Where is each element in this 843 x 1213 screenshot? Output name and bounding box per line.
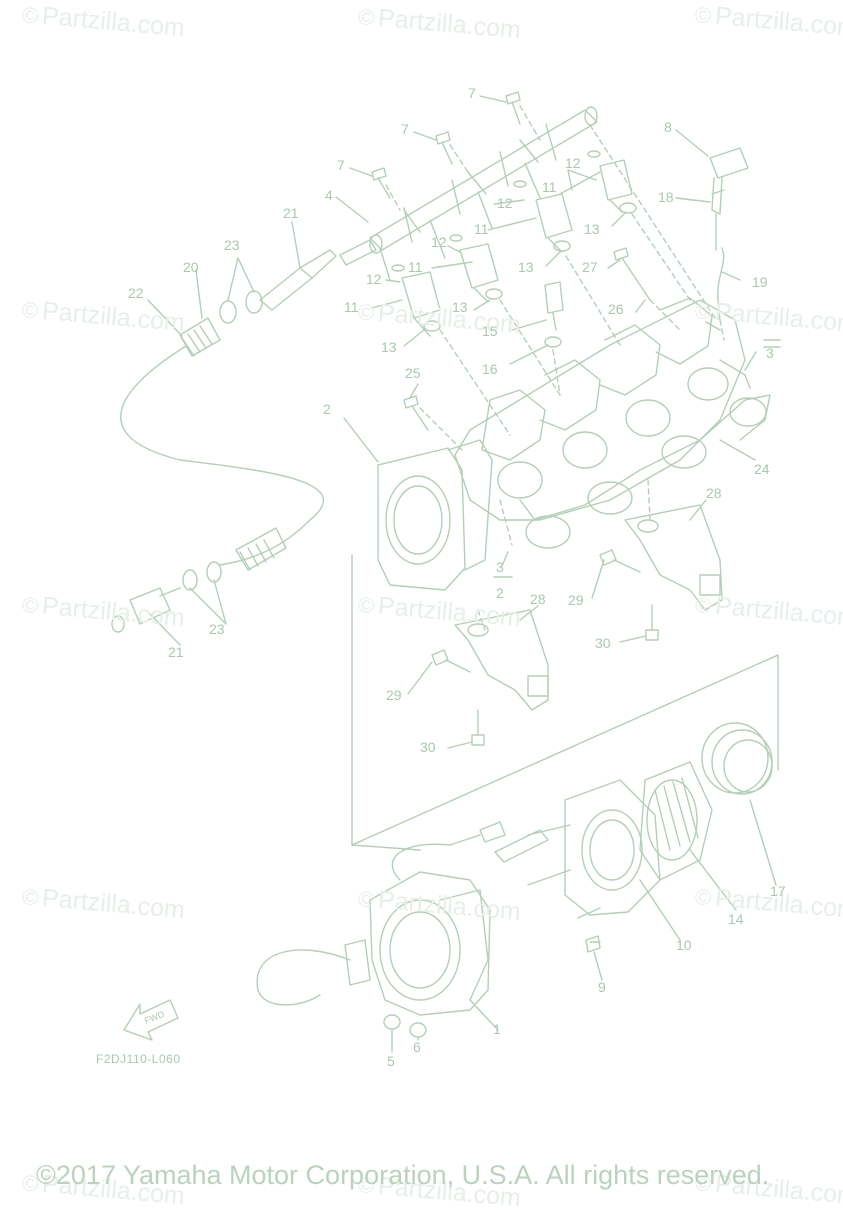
throttle-adaptor: [377, 439, 493, 591]
callout-12: 12: [497, 195, 513, 211]
throttle-cable: [111, 249, 337, 633]
callout-26: 26: [608, 301, 624, 317]
callout-7: 7: [401, 121, 409, 137]
callout-23: 23: [209, 621, 225, 637]
callout-29: 29: [386, 687, 402, 703]
leader-dashes: [385, 105, 725, 631]
callout-11: 11: [344, 299, 359, 315]
callout-19: 19: [752, 274, 768, 290]
callout-16: 16: [482, 361, 498, 377]
callout-11: 11: [542, 179, 557, 195]
callout-24: 24: [754, 461, 770, 477]
callout-12: 12: [366, 271, 382, 287]
callout-5: 5: [387, 1053, 395, 1069]
explode-frame-2: [351, 844, 421, 851]
callout-13: 13: [452, 299, 468, 315]
callout-15: 15: [482, 323, 498, 339]
callout-17: 17: [770, 883, 786, 899]
callout-leaders: [147, 95, 781, 1053]
intake-manifold: [454, 297, 771, 549]
screen-seal: [639, 722, 773, 881]
callout-7: 7: [468, 85, 476, 101]
callout-27: 27: [582, 259, 598, 275]
callout-13: 13: [381, 339, 397, 355]
callout-14: 14: [728, 911, 744, 927]
callout-28: 28: [706, 485, 722, 501]
throttle-body: [256, 821, 549, 1038]
callout-30: 30: [420, 739, 436, 755]
fuel-rail: [339, 106, 598, 281]
figure-code: F2DJ110-L060: [96, 1052, 181, 1066]
callout-12: 12: [565, 155, 581, 171]
callout-2: 2: [323, 401, 331, 417]
callout-30: 30: [595, 635, 611, 651]
fwd-arrow-icon: [123, 999, 179, 1041]
injectors: [391, 150, 637, 337]
callout-6: 6: [413, 1039, 421, 1055]
callout-29: 29: [568, 592, 584, 608]
explode-frame: [351, 554, 779, 846]
callout-28: 28: [530, 591, 546, 607]
callout-23: 23: [224, 237, 240, 253]
callout-7: 7: [337, 157, 345, 173]
callout-12: 12: [431, 234, 447, 250]
callout-18: 18: [658, 189, 674, 205]
callout-3: 3: [766, 345, 774, 361]
copyright-notice: ©2017 Yamaha Motor Corporation, U.S.A. A…: [36, 1160, 770, 1190]
callout-2: 2: [496, 585, 504, 601]
callout-9: 9: [598, 979, 606, 995]
callout-3: 3: [496, 559, 504, 575]
bolts-7: [371, 91, 521, 199]
callout-20: 20: [183, 259, 199, 275]
callout-13: 13: [518, 259, 534, 275]
callout-11: 11: [474, 221, 489, 237]
callout-1: 1: [493, 1021, 501, 1037]
callout-25: 25: [405, 365, 421, 381]
callout-13: 13: [584, 221, 600, 237]
callout-21: 21: [168, 644, 184, 660]
sensors-bolts: [403, 147, 749, 431]
callout-4: 4: [325, 187, 333, 203]
brackets: [431, 504, 723, 746]
callout-21: 21: [283, 205, 299, 221]
callout-10: 10: [676, 937, 692, 953]
throttle-base: [527, 779, 661, 953]
callout-8: 8: [664, 119, 672, 135]
callout-22: 22: [128, 285, 144, 301]
callout-11: 11: [408, 259, 423, 275]
